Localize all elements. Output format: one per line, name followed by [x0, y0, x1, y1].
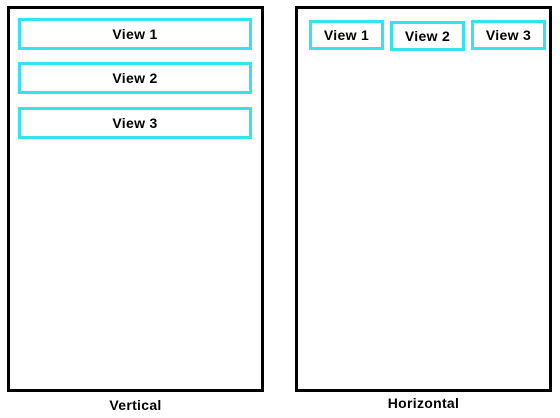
horizontal-view-3-label: View 3: [485, 27, 532, 43]
vertical-view-1: View 1: [18, 18, 252, 50]
vertical-view-3-label: View 3: [112, 115, 158, 131]
horizontal-layout-frame: View 1 View 2 View 3: [295, 6, 552, 392]
horizontal-view-2-label: View 2: [404, 28, 451, 44]
vertical-view-1-label: View 1: [112, 26, 158, 42]
vertical-caption: Vertical: [109, 397, 162, 413]
vertical-view-3: View 3: [18, 107, 252, 139]
horizontal-view-1-label: View 1: [323, 27, 370, 43]
horizontal-view-1: View 1: [309, 20, 384, 50]
vertical-view-2: View 2: [18, 62, 252, 94]
horizontal-view-2: View 2: [390, 21, 465, 51]
horizontal-caption: Horizontal: [387, 395, 460, 411]
vertical-view-2-label: View 2: [112, 70, 158, 86]
horizontal-view-3: View 3: [471, 20, 546, 50]
vertical-layout-frame: View 1 View 2 View 3: [7, 6, 264, 392]
